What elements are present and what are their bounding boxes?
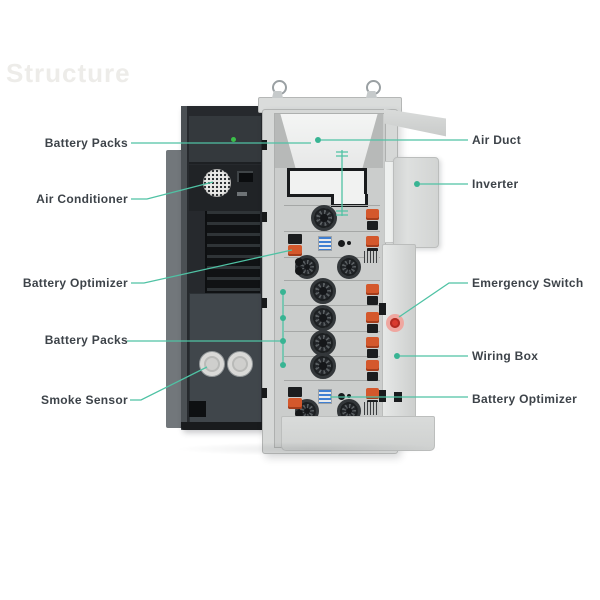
air-duct-opening: [287, 168, 367, 197]
power-connector-orange: [366, 388, 379, 399]
hinge: [262, 140, 267, 150]
rack-divider: [284, 257, 380, 258]
rack-divider: [284, 305, 380, 306]
label-wiring-box: Wiring Box: [472, 349, 539, 363]
label-emergency-switch: Emergency Switch: [472, 276, 584, 290]
rack-divider: [284, 380, 380, 381]
optimizer-connector-orange: [288, 398, 302, 409]
cooling-fan: [311, 205, 337, 231]
power-connector-black: [367, 221, 378, 230]
status-led: [231, 137, 236, 142]
vent-slots: [364, 402, 379, 415]
air-conditioner-grille: [203, 169, 231, 197]
left-cabinet-edge: [181, 106, 187, 430]
junction-box: [189, 401, 206, 417]
lifting-eye-left-stem: [272, 91, 283, 98]
indicator-dot-small: [347, 241, 351, 245]
label-inverter: Inverter: [472, 177, 519, 191]
cabinet-base: [281, 416, 435, 451]
power-connector-black: [367, 372, 378, 381]
power-connector-orange: [366, 312, 379, 323]
indicator-dot: [338, 393, 345, 400]
ground-shadow: [175, 442, 445, 456]
vent-slots: [364, 251, 379, 263]
inverter-unit: [393, 157, 439, 248]
ac-display: [237, 171, 253, 182]
label-air-duct: Air Duct: [472, 133, 522, 147]
optimizer-connector-black: [288, 234, 302, 244]
emergency-stop-button: [386, 314, 404, 332]
label-battery-packs-bottom: Battery Packs: [44, 333, 128, 347]
ventilation-fins: [205, 211, 260, 293]
label-battery-optimizer-right: Battery Optimizer: [472, 392, 578, 406]
smoke-sensor-right: [227, 351, 253, 377]
left-cabinet-top-panel: [189, 116, 261, 164]
wiring-tab: [379, 390, 386, 402]
lifting-eye-right-stem: [366, 91, 377, 98]
ac-display-label: [237, 192, 247, 196]
cooling-fan: [310, 305, 336, 331]
connector-knob: [295, 258, 303, 266]
rack-divider: [284, 331, 380, 332]
rack-divider: [284, 280, 380, 281]
indicator-dot: [338, 240, 345, 247]
power-connector-black: [367, 324, 378, 333]
cooling-fan: [310, 353, 336, 379]
hinge: [262, 212, 267, 222]
wiring-tab: [379, 303, 386, 315]
wiring-tab: [394, 392, 402, 402]
dip-switch: [318, 389, 332, 404]
hinge: [262, 298, 267, 308]
connector-knob: [295, 267, 303, 275]
label-smoke-sensor: Smoke Sensor: [41, 393, 128, 407]
optimizer-connector-orange: [288, 245, 302, 256]
power-connector-orange: [366, 360, 379, 371]
power-connector-black: [367, 296, 378, 305]
power-connector-orange: [366, 209, 379, 220]
optimizer-connector-black: [288, 387, 302, 397]
label-battery-optimizer-left: Battery Optimizer: [22, 276, 128, 290]
label-battery-packs-top: Battery Packs: [44, 136, 128, 150]
watermark-heading: Structure: [6, 58, 131, 88]
air-duct: [280, 114, 378, 168]
cooling-fan: [337, 255, 361, 279]
power-connector-orange: [366, 284, 379, 295]
label-air-conditioner: Air Conditioner: [36, 192, 128, 206]
connector-knob: [295, 410, 303, 418]
power-connector-orange: [366, 236, 379, 247]
smoke-sensor-left: [199, 351, 225, 377]
hinge: [262, 388, 267, 398]
power-connector-black: [367, 349, 378, 358]
power-connector-orange: [366, 337, 379, 348]
dip-switch: [318, 236, 332, 251]
left-cabinet-base: [181, 422, 265, 430]
rack-divider: [284, 231, 380, 232]
rack-divider: [284, 205, 380, 206]
cooling-fan: [310, 278, 336, 304]
indicator-dot-small: [347, 394, 351, 398]
